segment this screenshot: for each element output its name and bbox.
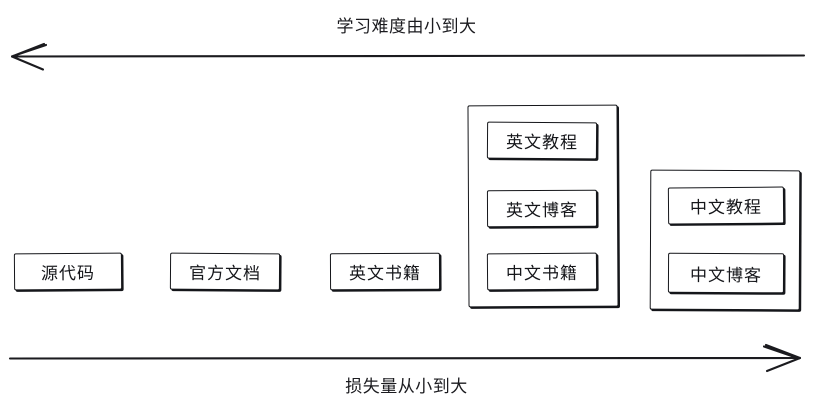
node-label: 英文书籍	[348, 263, 422, 284]
node-label: 英文教程	[505, 132, 579, 153]
node-source-code[interactable]: 源代码	[13, 252, 123, 291]
node-label: 英文博客	[505, 200, 579, 221]
node-chinese-tutorials[interactable]: 中文教程	[667, 186, 785, 225]
node-english-books[interactable]: 英文书籍	[329, 252, 441, 291]
node-chinese-blogs[interactable]: 中文博客	[667, 252, 785, 294]
difficulty-axis-arrow	[10, 42, 806, 71]
node-english-blogs[interactable]: 英文博客	[486, 189, 598, 228]
loss-axis-label: 损失量从小到大	[345, 377, 468, 396]
node-label: 中文书籍	[505, 263, 579, 284]
node-official-docs[interactable]: 官方文档	[169, 252, 281, 291]
difficulty-axis-label: 学习难度由小到大	[336, 17, 477, 36]
node-chinese-books[interactable]: 中文书籍	[486, 252, 598, 291]
node-label: 源代码	[40, 263, 96, 284]
node-label: 官方文档	[188, 263, 262, 284]
node-english-tutorials[interactable]: 英文教程	[486, 121, 598, 160]
node-label: 中文教程	[689, 197, 763, 218]
node-label: 中文博客	[689, 265, 763, 285]
